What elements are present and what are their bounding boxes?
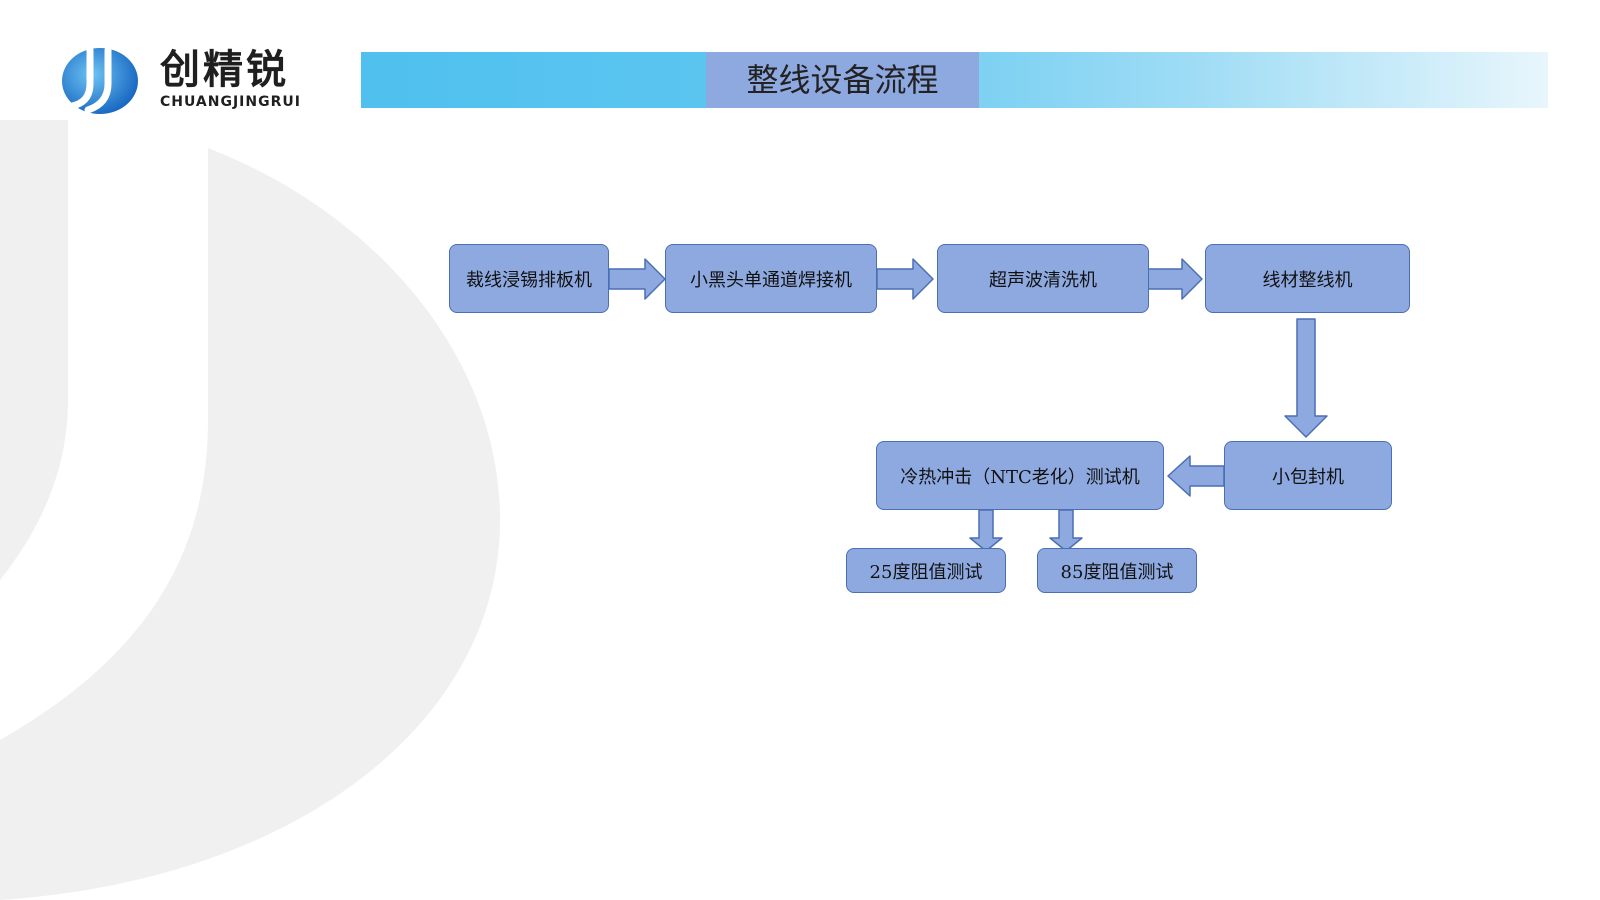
company-logo: 创精锐 CHUANGJINGRUI (60, 44, 340, 116)
node-85-degree-resistance-test: 85度阻值测试 (1037, 548, 1197, 593)
arrow-n1-n2 (608, 258, 666, 300)
logo-english-text: CHUANGJINGRUI (160, 94, 301, 110)
arrow-n6-n7 (969, 509, 1003, 552)
node-single-channel-welding-machine: 小黑头单通道焊接机 (665, 244, 877, 313)
node-small-encapsulation-machine: 小包封机 (1224, 441, 1392, 510)
node-wire-cutting-tinning-machine: 裁线浸锡排板机 (449, 244, 609, 313)
logo-mark-icon (62, 46, 138, 114)
arrow-n2-n3 (876, 258, 934, 300)
arrow-n4-n5 (1284, 318, 1328, 438)
node-ultrasonic-cleaning-machine: 超声波清洗机 (937, 244, 1149, 313)
node-25-degree-resistance-test: 25度阻值测试 (846, 548, 1006, 593)
arrow-n5-n6 (1167, 455, 1225, 497)
node-thermal-shock-test-machine: 冷热冲击（NTC老化）测试机 (876, 441, 1164, 510)
logo-chinese-text: 创精锐 (160, 47, 289, 93)
page-title: 整线设备流程 (706, 52, 979, 108)
node-wire-straightening-machine: 线材整线机 (1205, 244, 1410, 313)
arrow-n6-n8 (1049, 509, 1083, 552)
arrow-n3-n4 (1147, 258, 1203, 300)
